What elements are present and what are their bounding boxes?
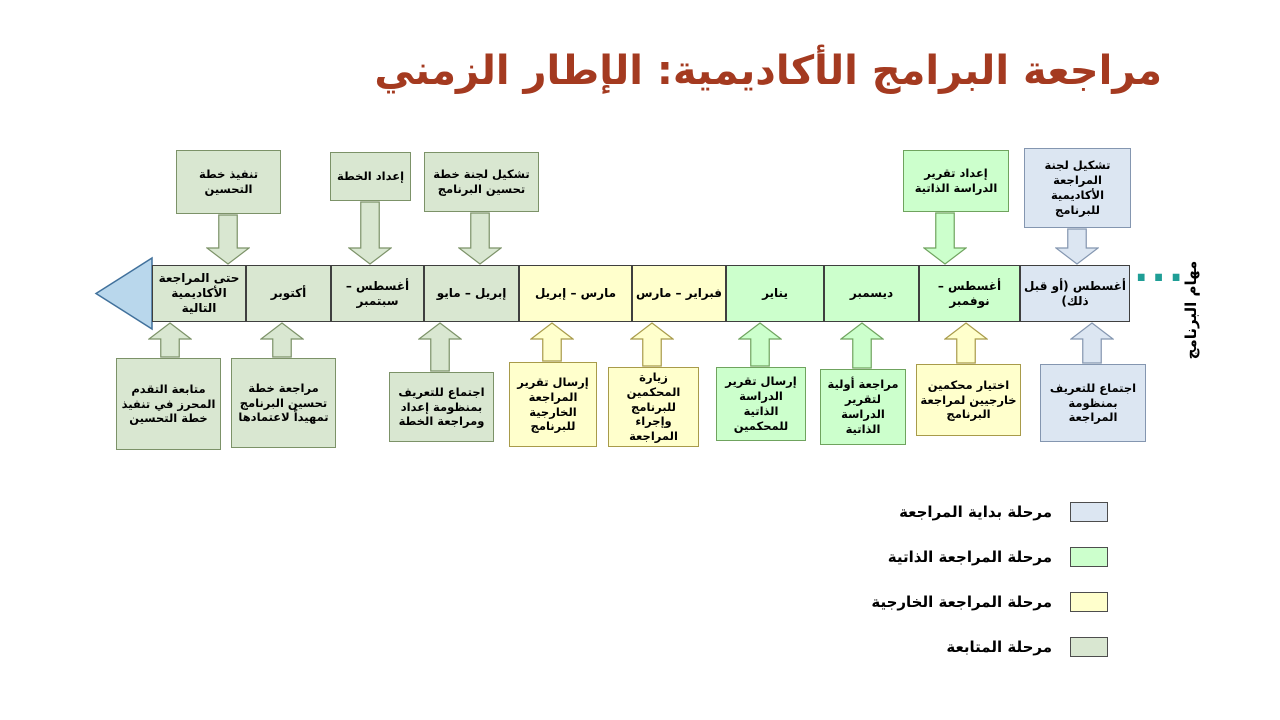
timeline-segment: فبراير – مارس — [632, 265, 726, 322]
up-arrow-icon — [260, 322, 304, 358]
timeline-segment-label: ديسمبر — [849, 286, 894, 300]
legend: مرحلة بداية المراجعة مرحلة المراجعة الذا… — [871, 502, 1108, 682]
callout-label: إعداد تقرير الدراسة الذاتية — [914, 166, 998, 195]
legend-item: مرحلة بداية المراجعة — [871, 502, 1108, 522]
callout-box: إرسال تقرير الدراسة الذاتية للمحكمين — [716, 367, 806, 441]
timeline-segment-label: إبريل – مايو — [436, 286, 507, 300]
timeline-axis-label: مهام البرنامج — [1182, 260, 1200, 360]
callout-box: إعداد تقرير الدراسة الذاتية — [903, 150, 1009, 212]
up-arrow-icon — [738, 322, 782, 367]
down-arrow-icon — [1055, 228, 1099, 265]
timeline-segment: يناير — [726, 265, 824, 322]
legend-item: مرحلة المراجعة الذاتية — [871, 547, 1108, 567]
timeline-segment: إبريل – مايو — [424, 265, 519, 322]
callout-box: مراجعة أولية لتقرير الدراسة الذاتية — [820, 369, 906, 445]
up-arrow-icon — [630, 322, 674, 367]
callout-box: مراجعة خطة تحسين البرنامج تمهيداً لاعتما… — [231, 358, 336, 448]
callout-box: إعداد الخطة — [330, 152, 411, 201]
callout-label: تنفيذ خطة التحسين — [198, 167, 259, 196]
up-arrow-icon — [840, 322, 884, 369]
callout-label: إرسال تقرير المراجعة الخارجية للبرنامج — [517, 374, 589, 434]
timeline-segment-label: يناير — [762, 286, 788, 300]
timeline-segment: أغسطس – سبتمبر — [331, 265, 424, 322]
timeline-segment-label: أغسطس – نوفمبر — [937, 278, 1002, 308]
down-arrow-icon — [206, 214, 250, 265]
callout-label: زيارة المحكمين للبرنامج وإجراء المراجعة — [626, 369, 681, 444]
legend-swatch — [1070, 637, 1108, 657]
callout-box: اختيار محكمين خارجيين لمراجعة البرنامج — [916, 364, 1021, 436]
timeline-segment-label: أكتوبر — [270, 286, 307, 300]
callout-label: متابعة التقدم المحرز في تنفيذ خطة التحسي… — [121, 381, 216, 426]
down-arrow-icon — [458, 212, 502, 265]
legend-label: مرحلة بداية المراجعة — [899, 503, 1052, 521]
timeline-segment-label: أغسطس (أو قبل ذلك) — [1023, 278, 1127, 308]
callout-box: إرسال تقرير المراجعة الخارجية للبرنامج — [509, 362, 597, 447]
timeline-segment-label: مارس – إبريل — [534, 286, 617, 300]
timeline-segment-label: أغسطس – سبتمبر — [345, 278, 410, 308]
callout-label: مراجعة خطة تحسين البرنامج تمهيداً لاعتما… — [238, 380, 329, 425]
up-arrow-icon — [1070, 322, 1114, 364]
legend-swatch — [1070, 547, 1108, 567]
timeline-segment-label: فبراير – مارس — [635, 286, 723, 300]
down-arrow-icon — [923, 212, 967, 265]
legend-swatch — [1070, 502, 1108, 522]
timeline-segment: حتى المراجعة الأكاديمية التالية — [152, 265, 246, 322]
callout-box: متابعة التقدم المحرز في تنفيذ خطة التحسي… — [116, 358, 221, 450]
legend-label: مرحلة المراجعة الذاتية — [887, 548, 1052, 566]
legend-item: مرحلة المراجعة الخارجية — [871, 592, 1108, 612]
legend-item: مرحلة المتابعة — [871, 637, 1108, 657]
callout-label: اختيار محكمين خارجيين لمراجعة البرنامج — [920, 377, 1017, 422]
callout-label: مراجعة أولية لتقرير الدراسة الذاتية — [827, 377, 899, 436]
callout-label: تشكيل لجنة خطة تحسين البرنامج — [433, 167, 530, 196]
timeline-segment: ديسمبر — [824, 265, 919, 322]
legend-label: مرحلة المراجعة الخارجية — [871, 593, 1052, 611]
callout-box: تشكيل لجنة خطة تحسين البرنامج — [424, 152, 539, 212]
callout-box: تنفيذ خطة التحسين — [176, 150, 281, 214]
down-arrow-icon — [348, 201, 392, 265]
callout-label: إعداد الخطة — [337, 169, 405, 184]
callout-label: تشكيل لجنة المراجعة الأكاديمية للبرنامج — [1044, 158, 1111, 217]
timeline-segment: مارس – إبريل — [519, 265, 632, 322]
callout-box: تشكيل لجنة المراجعة الأكاديمية للبرنامج — [1024, 148, 1131, 228]
timeline-ellipsis: ... — [1134, 246, 1187, 290]
left-arrowhead-icon — [94, 256, 153, 331]
callout-box: اجتماع للتعريف بمنظومة إعداد ومراجعة الخ… — [389, 372, 494, 442]
page-title: مراجعة البرامج الأكاديمية: الإطار الزمني — [374, 48, 1163, 94]
timeline-segment: أغسطس (أو قبل ذلك) — [1020, 265, 1130, 322]
timeline-segment: أغسطس – نوفمبر — [919, 265, 1020, 322]
up-arrow-icon — [148, 322, 192, 358]
timeline-segment-label: حتى المراجعة الأكاديمية التالية — [158, 271, 240, 315]
callout-label: اجتماع للتعريف بمنظومة إعداد ومراجعة الخ… — [398, 384, 485, 429]
legend-swatch — [1070, 592, 1108, 612]
callout-box: زيارة المحكمين للبرنامج وإجراء المراجعة — [608, 367, 699, 447]
up-arrow-icon — [418, 322, 462, 372]
up-arrow-icon — [944, 322, 988, 364]
callout-label: اجتماع للتعريف بمنظومة المراجعة — [1049, 380, 1137, 425]
callout-label: إرسال تقرير الدراسة الذاتية للمحكمين — [725, 374, 797, 433]
timeline-segment: أكتوبر — [246, 265, 331, 322]
up-arrow-icon — [530, 322, 574, 362]
legend-label: مرحلة المتابعة — [946, 638, 1052, 656]
callout-box: اجتماع للتعريف بمنظومة المراجعة — [1040, 364, 1146, 442]
